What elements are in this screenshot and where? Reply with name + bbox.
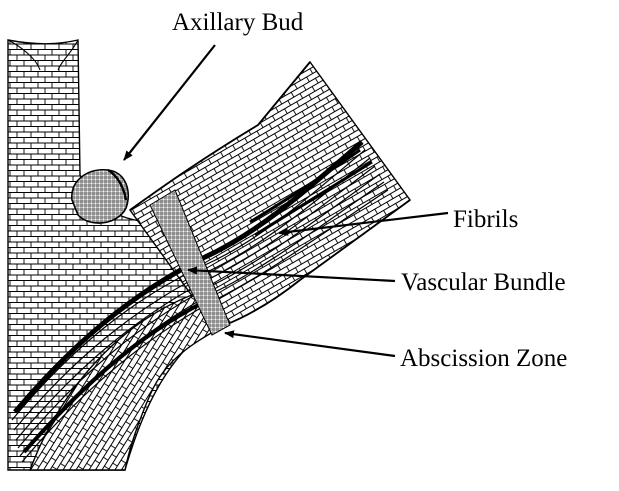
abscission-zone-arrow [225, 333, 395, 356]
bud-body [72, 170, 128, 223]
label-abscission-zone: Abscission Zone [400, 345, 567, 372]
label-axillary-bud: Axillary Bud [172, 9, 304, 36]
label-fibrils: Fibrils [453, 206, 518, 233]
axillary-bud-arrow [124, 45, 215, 160]
label-vascular-bundle: Vascular Bundle [401, 269, 566, 296]
axillary-bud [72, 170, 128, 223]
